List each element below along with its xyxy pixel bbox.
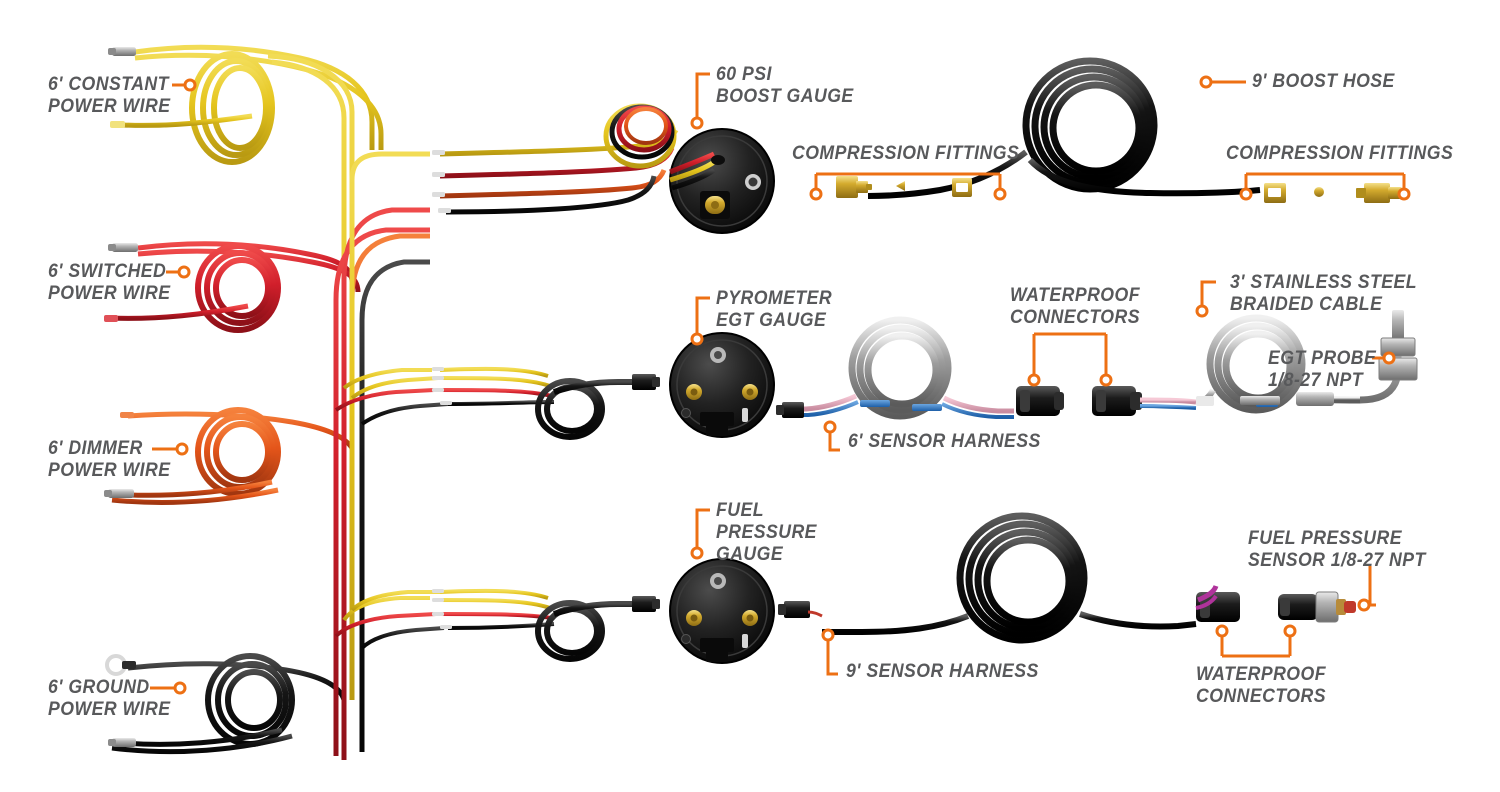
dimmer-power-wire-art xyxy=(104,407,355,505)
boost-hose-art xyxy=(867,57,1261,199)
ground-power-wire-art xyxy=(105,653,347,755)
label-sensor-harness-6: 6' SENSOR HARNESS xyxy=(848,431,1041,452)
wire-bundle-routing xyxy=(333,151,449,760)
constant-power-wire-art xyxy=(108,44,384,760)
compression-fittings-left-art xyxy=(836,176,972,198)
sensor-harness-9-art xyxy=(778,512,1197,644)
fuel-gauge-pigtail xyxy=(432,588,660,662)
egt-probe-art xyxy=(1240,310,1418,406)
leader-fuel-gauge xyxy=(695,508,710,548)
label-compression-fittings-left: COMPRESSION FITTINGS xyxy=(792,143,1020,164)
fuel-pressure-gauge-art xyxy=(669,558,775,664)
label-boost-hose: 9' BOOST HOSE xyxy=(1252,71,1395,92)
waterproof-connectors-mid-art xyxy=(1016,386,1197,416)
sensor-harness-6-art xyxy=(776,316,1014,420)
leader-sensor-harness-9 xyxy=(826,640,838,676)
leader-braided-cable xyxy=(1200,280,1216,306)
label-compression-fittings-right: COMPRESSION FITTINGS xyxy=(1226,143,1454,164)
compression-fittings-right-art xyxy=(1264,183,1402,203)
waterproof-connectors-bottom-art xyxy=(1195,585,1240,622)
leader-waterproof-mid xyxy=(1032,332,1108,376)
boost-gauge-art xyxy=(669,128,775,234)
pyrometer-pigtail xyxy=(432,366,660,440)
fuel-pressure-sensor-art xyxy=(1278,591,1356,623)
label-sensor-harness-9: 9' SENSOR HARNESS xyxy=(846,661,1039,682)
leader-sensor-harness-6 xyxy=(828,432,840,452)
leader-compression-left xyxy=(814,172,1002,190)
leader-boost-gauge xyxy=(695,72,710,118)
leader-pyrometer-gauge xyxy=(695,296,710,334)
leader-compression-right xyxy=(1244,172,1406,190)
leader-waterproof-bottom xyxy=(1220,636,1292,658)
leader-lines xyxy=(150,72,1411,695)
pyrometer-gauge-art xyxy=(669,332,775,438)
boost-gauge-pigtail xyxy=(432,103,679,215)
